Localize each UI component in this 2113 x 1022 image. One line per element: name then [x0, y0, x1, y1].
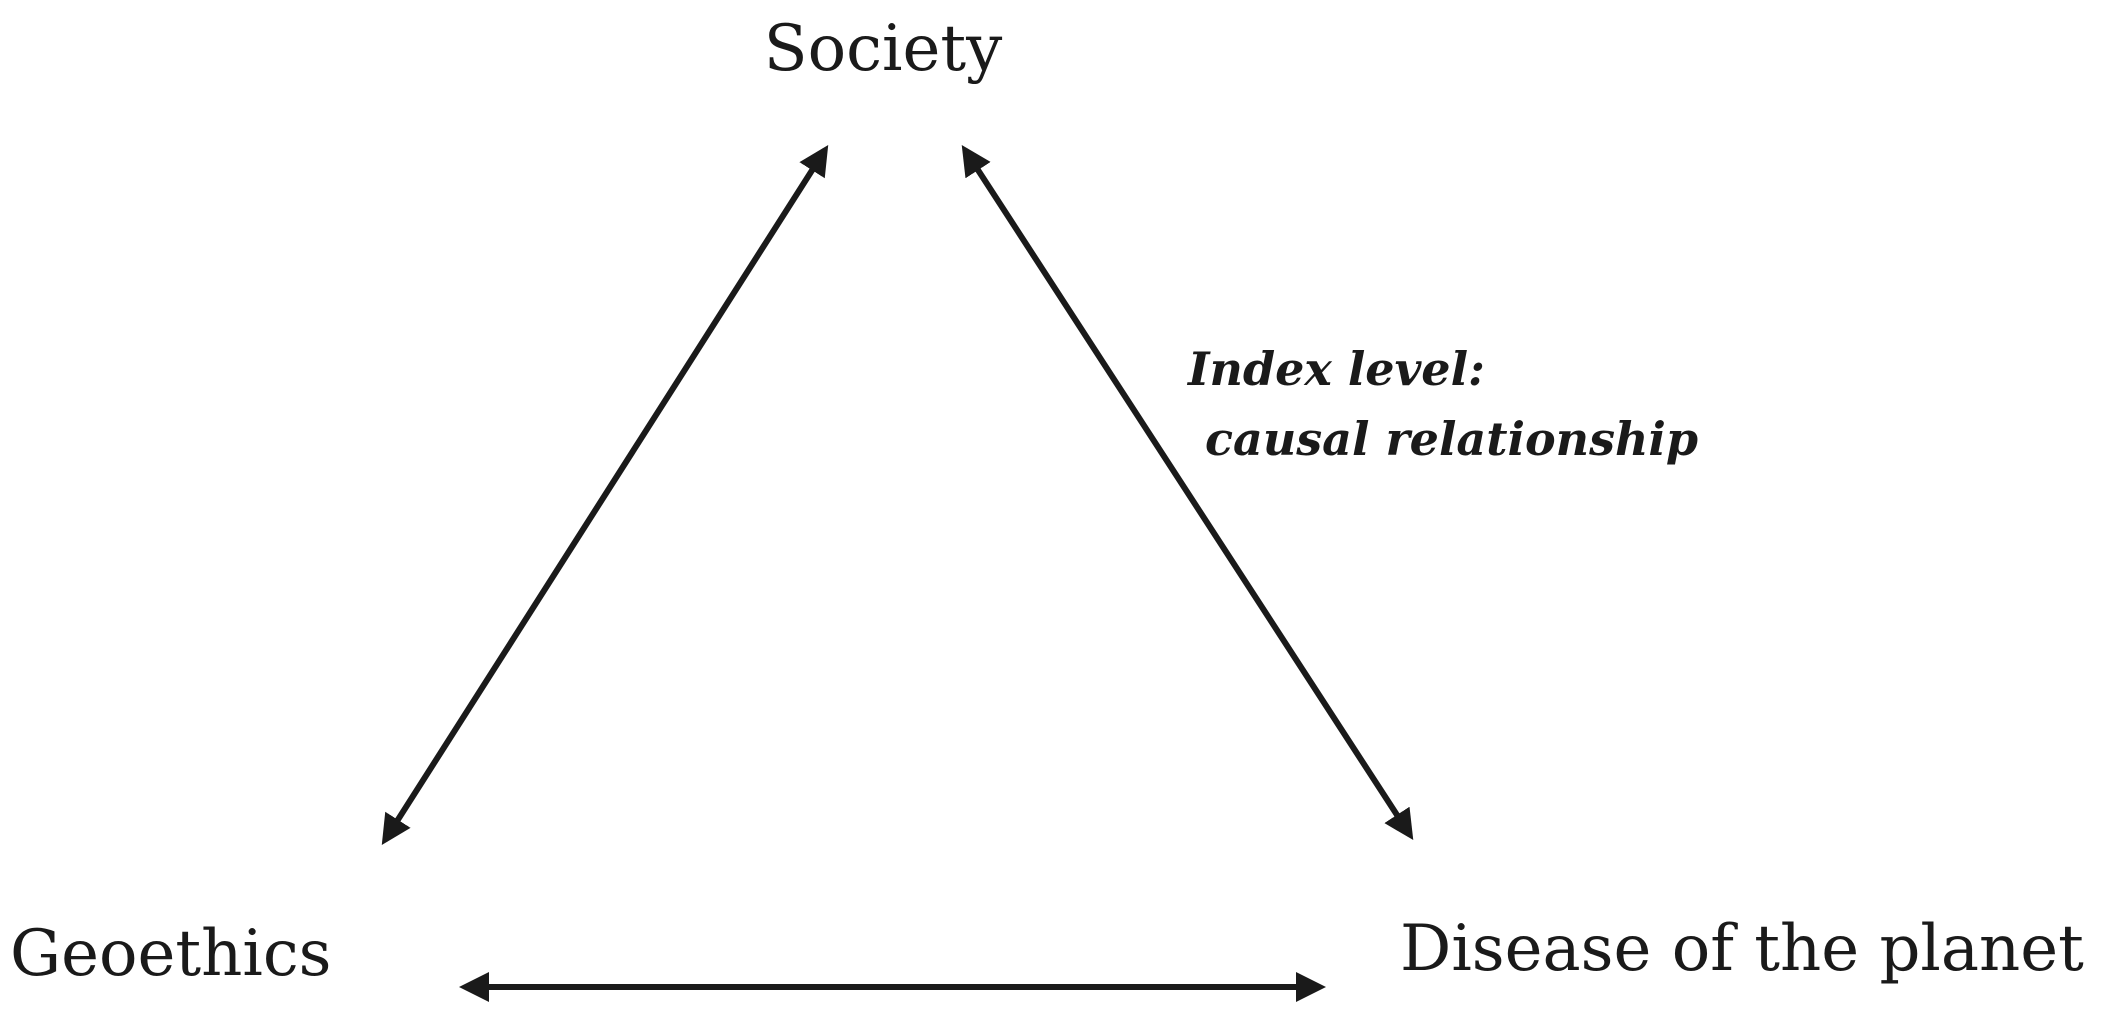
edge-label-causal-relationship: causal relationship — [1205, 412, 1698, 466]
node-disease-of-the-planet: Disease of the planet — [1400, 912, 2084, 986]
arrow-society-disease — [961, 144, 1414, 841]
edge-label-index-level: Index level: — [1186, 342, 1485, 396]
node-geoethics: Geoethics — [10, 917, 332, 991]
arrow-geoethics-society — [381, 144, 829, 846]
node-society: Society — [764, 12, 1002, 86]
